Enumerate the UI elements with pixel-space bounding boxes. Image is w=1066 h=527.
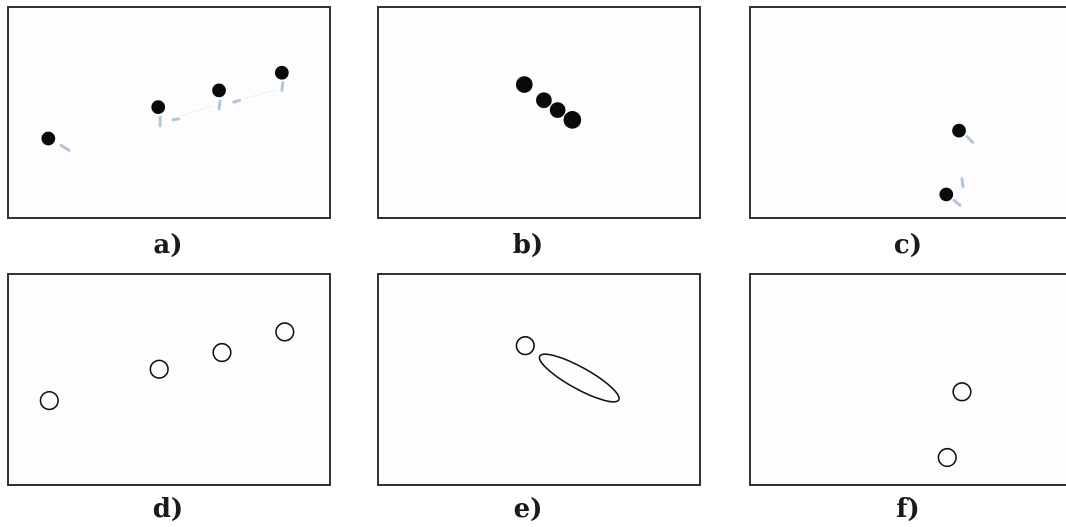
panel-c bbox=[749, 6, 1066, 219]
streak-marks bbox=[952, 135, 975, 207]
detection-circles bbox=[937, 382, 972, 468]
detection-circle bbox=[937, 447, 957, 468]
particle-dot bbox=[549, 102, 566, 118]
panel-f bbox=[749, 273, 1066, 486]
caption-e: e) bbox=[513, 494, 543, 524]
detection-ellipse bbox=[538, 353, 620, 403]
particle-dot bbox=[952, 123, 966, 138]
particle-dot bbox=[151, 100, 166, 114]
particle-dot bbox=[939, 187, 954, 202]
panel-e bbox=[377, 273, 701, 486]
detection-circle bbox=[515, 336, 535, 356]
detection-shapes bbox=[515, 336, 620, 403]
panel-b bbox=[377, 6, 701, 219]
panel-c-figure bbox=[939, 123, 975, 207]
panel-b-figure bbox=[515, 76, 582, 129]
panel-d-figure bbox=[39, 322, 295, 411]
particle-dot bbox=[536, 92, 552, 109]
particle-dot bbox=[212, 83, 226, 98]
detection-circle bbox=[39, 390, 59, 411]
particle-dot bbox=[515, 76, 533, 93]
particle-dots bbox=[515, 76, 582, 129]
detection-circles bbox=[39, 322, 295, 411]
streak-marks bbox=[59, 81, 285, 152]
particle-dots bbox=[939, 123, 966, 202]
detection-circle bbox=[212, 342, 232, 363]
panel-e-figure bbox=[515, 336, 620, 403]
caption-f: f) bbox=[896, 494, 920, 524]
caption-c: c) bbox=[893, 230, 923, 260]
caption-a: a) bbox=[153, 230, 183, 260]
panel-a-figure bbox=[41, 65, 289, 152]
particle-dot bbox=[563, 111, 582, 129]
detection-circle bbox=[275, 322, 295, 342]
detection-circle bbox=[952, 382, 972, 402]
panel-d bbox=[7, 273, 331, 486]
particle-dot bbox=[41, 131, 56, 146]
panel-f-figure bbox=[937, 382, 972, 468]
particle-dot bbox=[274, 65, 289, 80]
caption-d: d) bbox=[152, 494, 184, 524]
panel-a bbox=[7, 6, 331, 219]
caption-b: b) bbox=[512, 230, 544, 260]
detection-circle bbox=[149, 359, 169, 379]
particle-dots bbox=[41, 65, 289, 146]
